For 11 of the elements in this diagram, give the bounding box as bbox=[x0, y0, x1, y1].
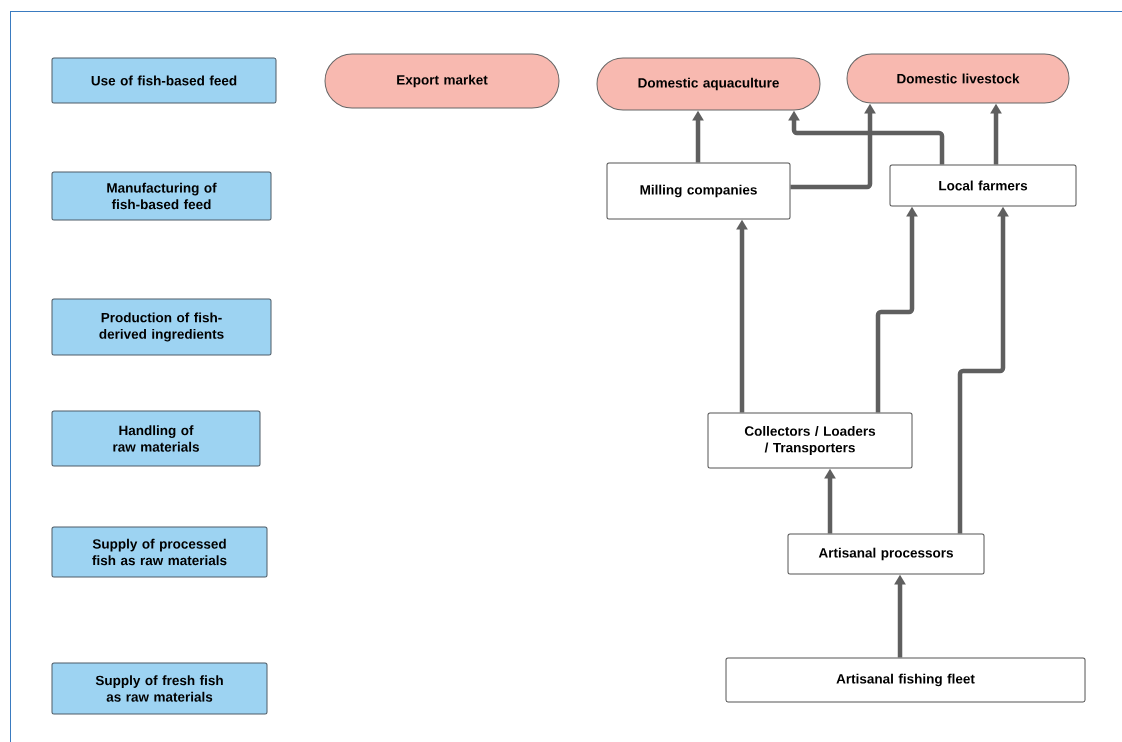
stage-box: Manufacturing of fish-based feed bbox=[51, 171, 272, 221]
stage-box: Use of fish-based feed bbox=[51, 57, 277, 104]
stage-box: Production of fish-derived ingredients bbox=[51, 298, 272, 356]
stage-box: Supply of processed fish as raw materials bbox=[51, 526, 268, 578]
stage-box: Supply of fresh fish as raw materials bbox=[51, 662, 268, 715]
actor-box: Milling companies bbox=[606, 162, 791, 220]
actor-box: Artisanal fishing fleet bbox=[725, 657, 1086, 703]
actor-box: Local farmers bbox=[889, 164, 1077, 207]
actor-box: Artisanal processors bbox=[787, 533, 985, 575]
stage-box: Handling of raw materials bbox=[51, 410, 261, 467]
actor-box: Collectors / Loaders / Transporters bbox=[707, 412, 913, 469]
